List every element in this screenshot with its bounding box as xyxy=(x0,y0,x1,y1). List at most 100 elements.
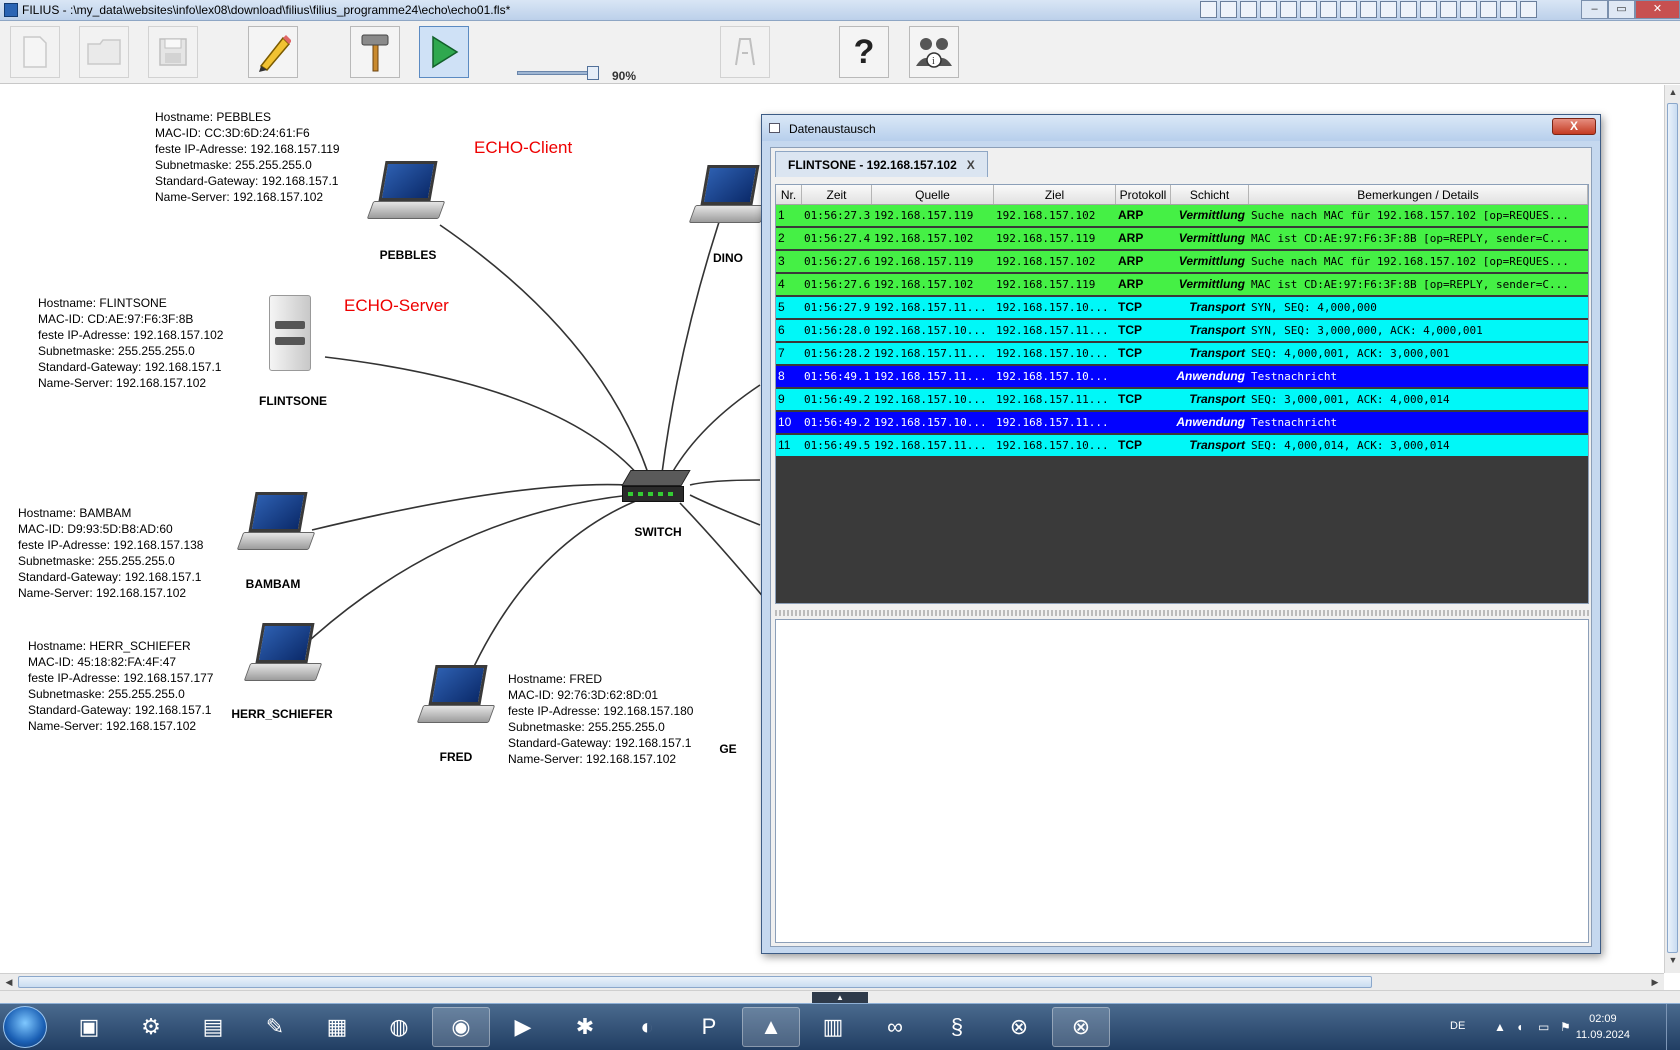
settings-task-icon[interactable]: ⚙ xyxy=(141,1014,161,1039)
splitter-expand-icon[interactable]: ▲ xyxy=(812,992,868,1003)
laptop-bambam-icon[interactable] xyxy=(236,492,318,556)
dialog-close-button[interactable]: X xyxy=(1552,118,1596,135)
scroll-right-icon[interactable]: ▶ xyxy=(1651,977,1659,987)
filius-task-icon[interactable]: ⊗ xyxy=(1009,1014,1029,1039)
table-row[interactable]: 201:56:27.4...192.168.157.102192.168.157… xyxy=(776,228,1588,251)
globe-task-icon[interactable]: ◍ xyxy=(389,1014,409,1039)
cable-tool-button[interactable] xyxy=(350,26,400,78)
tab-flintsone[interactable]: FLINTSONE - 192.168.157.102 X xyxy=(775,151,988,177)
cell-quelle: 192.168.157.102 xyxy=(874,278,974,291)
table-row[interactable]: 1101:56:49.5...192.168.157.11...192.168.… xyxy=(776,435,1588,458)
table-row[interactable]: 601:56:28.0...192.168.157.10...192.168.1… xyxy=(776,320,1588,343)
horizontal-scroll-thumb[interactable] xyxy=(18,976,1372,988)
editor-task-icon[interactable]: ▥ xyxy=(822,1014,844,1039)
laptop-fred-icon[interactable] xyxy=(416,665,498,729)
quicklaunch-icon[interactable] xyxy=(1420,1,1437,18)
table-row[interactable]: 501:56:27.9...192.168.157.11...192.168.1… xyxy=(776,297,1588,320)
quicklaunch-icon[interactable] xyxy=(1460,1,1477,18)
new-file-button[interactable] xyxy=(10,26,60,78)
open-file-button[interactable] xyxy=(79,26,129,78)
maximize-button[interactable]: ▭ xyxy=(1608,0,1635,19)
host-info-fred: Hostname: FRED MAC-ID: 92:76:3D:62:8D:01… xyxy=(508,671,693,767)
script-task-icon[interactable]: § xyxy=(950,1014,964,1039)
column-header-protokoll[interactable]: Protokoll xyxy=(1116,185,1171,204)
table-row[interactable]: 101:56:27.3...192.168.157.119192.168.157… xyxy=(776,205,1588,228)
column-header-nr[interactable]: Nr. xyxy=(776,185,802,204)
quicklaunch-icon[interactable] xyxy=(1340,1,1357,18)
quicklaunch-icon[interactable] xyxy=(1440,1,1457,18)
design-mode-button[interactable] xyxy=(248,26,298,78)
taskbar: ▣ ⚙ ▤ ✎ ▦ ◍ ◉ ▶ ✱ ◐ P ▲ ▥ ∞ § ⊗ ⊗ DE ▲ ◖… xyxy=(0,1003,1680,1050)
flag-icon[interactable]: ⚑ xyxy=(1560,1020,1571,1034)
cell-quelle: 192.168.157.119 xyxy=(874,255,974,268)
table-divider[interactable] xyxy=(775,610,1589,616)
column-header-zeit[interactable]: Zeit xyxy=(802,185,872,204)
quicklaunch-icon[interactable] xyxy=(1360,1,1377,18)
tool-task-icon[interactable]: ✎ xyxy=(265,1014,285,1039)
clock[interactable]: 02:09 11.09.2024 xyxy=(1576,1011,1630,1043)
about-button[interactable]: i xyxy=(909,26,959,78)
notepad-task-icon[interactable]: ▤ xyxy=(202,1014,224,1039)
table-row[interactable]: 901:56:49.2...192.168.157.10...192.168.1… xyxy=(776,389,1588,412)
column-header-ziel[interactable]: Ziel xyxy=(994,185,1116,204)
scroll-down-icon[interactable]: ▼ xyxy=(1668,955,1678,965)
server-flintsone-icon[interactable] xyxy=(255,285,325,375)
quicklaunch-icon[interactable] xyxy=(1300,1,1317,18)
close-button[interactable]: ✕ xyxy=(1635,0,1680,19)
app-task-icon[interactable]: ✱ xyxy=(575,1014,595,1039)
quicklaunch-icon[interactable] xyxy=(1380,1,1397,18)
tab-close-icon[interactable]: X xyxy=(966,158,975,172)
network-icon[interactable]: ▭ xyxy=(1538,1020,1550,1034)
quicklaunch-icon[interactable] xyxy=(1220,1,1237,18)
column-header-details[interactable]: Bemerkungen / Details xyxy=(1249,185,1588,204)
explorer-task-icon[interactable]: ▣ xyxy=(78,1014,100,1039)
help-button[interactable]: ? xyxy=(839,26,889,78)
horizontal-scrollbar[interactable]: ◀ ▶ xyxy=(0,973,1664,990)
laptop-dino-icon[interactable] xyxy=(688,165,770,229)
laptop-pebbles-icon[interactable] xyxy=(366,161,448,225)
vertical-scroll-thumb[interactable] xyxy=(1667,103,1678,953)
dialog-title-bar[interactable]: Datenaustausch X xyxy=(762,115,1600,141)
chart-task-icon[interactable]: ▲ xyxy=(742,1007,800,1047)
column-header-schicht[interactable]: Schicht xyxy=(1171,185,1249,204)
documentation-button[interactable] xyxy=(720,26,770,78)
browser-task-icon[interactable]: ◉ xyxy=(432,1007,490,1047)
quicklaunch-icon[interactable] xyxy=(1400,1,1417,18)
filius-active-task-icon[interactable]: ⊗ xyxy=(1052,1007,1110,1047)
p-app-task-icon[interactable]: P xyxy=(701,1014,717,1039)
column-header-quelle[interactable]: Quelle xyxy=(872,185,994,204)
simulation-mode-button[interactable] xyxy=(419,26,469,78)
zoom-slider-thumb[interactable] xyxy=(587,66,599,80)
quicklaunch-icon[interactable] xyxy=(1520,1,1537,18)
switch-icon[interactable] xyxy=(621,470,694,506)
minimize-button[interactable]: – xyxy=(1581,0,1608,19)
quicklaunch-icon[interactable] xyxy=(1320,1,1337,18)
quicklaunch-icon[interactable] xyxy=(1260,1,1277,18)
paint-task-icon[interactable]: ◐ xyxy=(640,1014,654,1039)
language-indicator[interactable]: DE xyxy=(1450,1020,1466,1032)
start-button[interactable] xyxy=(3,1006,47,1048)
laptop-herr-schiefer-icon[interactable] xyxy=(243,623,325,687)
scroll-up-icon[interactable]: ▲ xyxy=(1668,87,1678,97)
save-button[interactable] xyxy=(148,26,198,78)
quicklaunch-icon[interactable] xyxy=(1500,1,1517,18)
panel-splitter[interactable]: ▲ xyxy=(0,990,1680,1003)
table-row[interactable]: 401:56:27.6...192.168.157.102192.168.157… xyxy=(776,274,1588,297)
tray-expand-icon[interactable]: ▲ xyxy=(1494,1020,1506,1034)
quicklaunch-icon[interactable] xyxy=(1200,1,1217,18)
table-row[interactable]: 801:56:49.1...192.168.157.11...192.168.1… xyxy=(776,366,1588,389)
quicklaunch-icon[interactable] xyxy=(1240,1,1257,18)
table-row[interactable]: 1001:56:49.2...192.168.157.10...192.168.… xyxy=(776,412,1588,435)
arduino-task-icon[interactable]: ∞ xyxy=(887,1014,903,1039)
media-task-icon[interactable]: ▶ xyxy=(514,1014,532,1039)
calculator-task-icon[interactable]: ▦ xyxy=(326,1014,348,1039)
scroll-left-icon[interactable]: ◀ xyxy=(5,977,13,987)
show-desktop-button[interactable] xyxy=(1666,1004,1680,1050)
table-row[interactable]: 701:56:28.2...192.168.157.11...192.168.1… xyxy=(776,343,1588,366)
quicklaunch-icon[interactable] xyxy=(1280,1,1297,18)
table-row[interactable]: 301:56:27.6...192.168.157.119192.168.157… xyxy=(776,251,1588,274)
volume-icon[interactable]: ◖ xyxy=(1516,1020,1524,1034)
quicklaunch-icon[interactable] xyxy=(1480,1,1497,18)
zoom-slider-track[interactable] xyxy=(517,71,597,75)
vertical-scrollbar[interactable]: ▲ ▼ xyxy=(1664,85,1680,973)
